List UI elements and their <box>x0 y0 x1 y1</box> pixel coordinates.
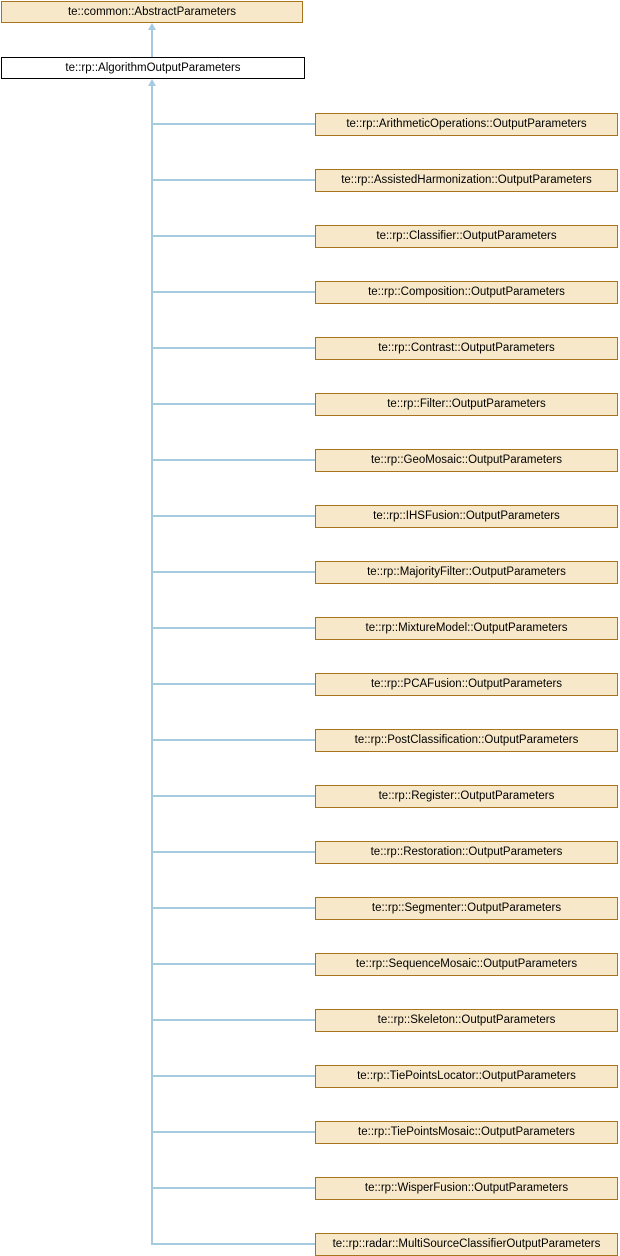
class-node-derived[interactable]: te::rp::Filter::OutputParameters <box>315 392 618 416</box>
class-node-derived[interactable]: te::rp::TiePointsLocator::OutputParamete… <box>315 1064 618 1088</box>
inheritance-edge-trunk <box>151 85 153 1245</box>
inheritance-edge-branch <box>151 907 316 909</box>
class-node-derived[interactable]: te::rp::Register::OutputParameters <box>315 784 618 808</box>
class-node-derived[interactable]: te::rp::IHSFusion::OutputParameters <box>315 504 618 528</box>
class-node-derived-label: te::rp::MajorityFilter::OutputParameters <box>367 566 566 578</box>
inheritance-edge-branch <box>151 179 316 181</box>
class-node-derived-label: te::rp::ArithmeticOperations::OutputPara… <box>346 118 587 130</box>
class-node-derived-label: te::rp::GeoMosaic::OutputParameters <box>370 454 563 466</box>
class-node-derived[interactable]: te::rp::TiePointsMosaic::OutputParameter… <box>315 1120 618 1144</box>
class-node-derived-label: te::rp::Restoration::OutputParameters <box>370 846 563 858</box>
class-node-derived[interactable]: te::rp::Segmenter::OutputParameters <box>315 896 618 920</box>
inheritance-edge-branch <box>151 795 316 797</box>
inheritance-edge-base <box>151 29 153 57</box>
class-node-derived-label: te::rp::radar::MultiSourceClassifierOutp… <box>332 1238 601 1250</box>
inheritance-edge-branch <box>151 515 316 517</box>
inheritance-arrowhead-icon <box>147 79 156 86</box>
inheritance-edge-branch <box>151 627 316 629</box>
class-node-derived[interactable]: te::rp::Composition::OutputParameters <box>315 280 618 304</box>
class-node-current: te::rp::AlgorithmOutputParameters <box>1 57 305 79</box>
class-node-derived-label: te::rp::TiePointsMosaic::OutputParameter… <box>358 1126 575 1138</box>
class-node-derived[interactable]: te::rp::GeoMosaic::OutputParameters <box>315 448 618 472</box>
inheritance-edge-branch <box>151 459 316 461</box>
inheritance-edge-branch <box>151 571 316 573</box>
class-node-derived-label: te::rp::Register::OutputParameters <box>378 790 555 802</box>
inheritance-edge-branch <box>151 123 316 125</box>
class-node-derived-label: te::rp::Segmenter::OutputParameters <box>371 902 562 914</box>
class-node-derived-label: te::rp::MixtureModel::OutputParameters <box>365 622 568 634</box>
class-node-derived[interactable]: te::rp::Classifier::OutputParameters <box>315 224 618 248</box>
class-node-derived-label: te::rp::IHSFusion::OutputParameters <box>373 510 560 522</box>
inheritance-edge-branch <box>151 347 316 349</box>
inheritance-edge-branch <box>151 1187 316 1189</box>
class-node-derived-label: te::rp::Composition::OutputParameters <box>368 286 565 298</box>
class-node-derived[interactable]: te::rp::AssistedHarmonization::OutputPar… <box>315 168 618 192</box>
class-node-derived-label: te::rp::PostClassification::OutputParame… <box>354 734 579 746</box>
class-node-derived[interactable]: te::rp::Contrast::OutputParameters <box>315 336 618 360</box>
inheritance-edge-branch <box>151 683 316 685</box>
inheritance-edge-branch <box>151 1131 316 1133</box>
inheritance-edge-branch <box>151 963 316 965</box>
class-node-derived[interactable]: te::rp::WisperFusion::OutputParameters <box>315 1176 618 1200</box>
inheritance-edge-branch <box>151 1019 316 1021</box>
inheritance-edge-branch <box>151 1075 316 1077</box>
class-node-derived-label: te::rp::Contrast::OutputParameters <box>378 342 555 354</box>
class-node-derived[interactable]: te::rp::Restoration::OutputParameters <box>315 840 618 864</box>
class-node-derived-label: te::rp::Filter::OutputParameters <box>387 398 546 410</box>
inheritance-edge-branch <box>151 403 316 405</box>
class-node-derived[interactable]: te::rp::radar::MultiSourceClassifierOutp… <box>315 1232 618 1256</box>
inheritance-edge-branch <box>151 739 316 741</box>
class-node-derived[interactable]: te::rp::MajorityFilter::OutputParameters <box>315 560 618 584</box>
inheritance-edge-branch <box>151 851 316 853</box>
class-node-derived-label: te::rp::WisperFusion::OutputParameters <box>364 1182 569 1194</box>
class-node-derived-label: te::rp::PCAFusion::OutputParameters <box>370 678 563 690</box>
class-node-derived-label: te::rp::TiePointsLocator::OutputParamete… <box>357 1070 576 1082</box>
class-node-derived-label: te::rp::Classifier::OutputParameters <box>376 230 557 242</box>
class-node-current-label: te::rp::AlgorithmOutputParameters <box>65 62 241 74</box>
class-node-base[interactable]: te::common::AbstractParameters <box>1 1 303 23</box>
class-node-derived-label: te::rp::Skeleton::OutputParameters <box>377 1014 556 1026</box>
class-node-derived-label: te::rp::AssistedHarmonization::OutputPar… <box>341 174 592 186</box>
inheritance-arrowhead-icon <box>147 22 156 30</box>
class-node-derived-label: te::rp::SequenceMosaic::OutputParameters <box>355 958 578 970</box>
class-node-base-label: te::common::AbstractParameters <box>67 6 237 18</box>
class-node-derived[interactable]: te::rp::MixtureModel::OutputParameters <box>315 616 618 640</box>
class-node-derived[interactable]: te::rp::Skeleton::OutputParameters <box>315 1008 618 1032</box>
class-node-derived[interactable]: te::rp::ArithmeticOperations::OutputPara… <box>315 112 618 136</box>
inheritance-edge-branch <box>151 235 316 237</box>
inheritance-edge-branch <box>151 1243 316 1245</box>
inheritance-edge-branch <box>151 291 316 293</box>
class-node-derived[interactable]: te::rp::PCAFusion::OutputParameters <box>315 672 618 696</box>
class-node-derived[interactable]: te::rp::SequenceMosaic::OutputParameters <box>315 952 618 976</box>
class-node-derived[interactable]: te::rp::PostClassification::OutputParame… <box>315 728 618 752</box>
